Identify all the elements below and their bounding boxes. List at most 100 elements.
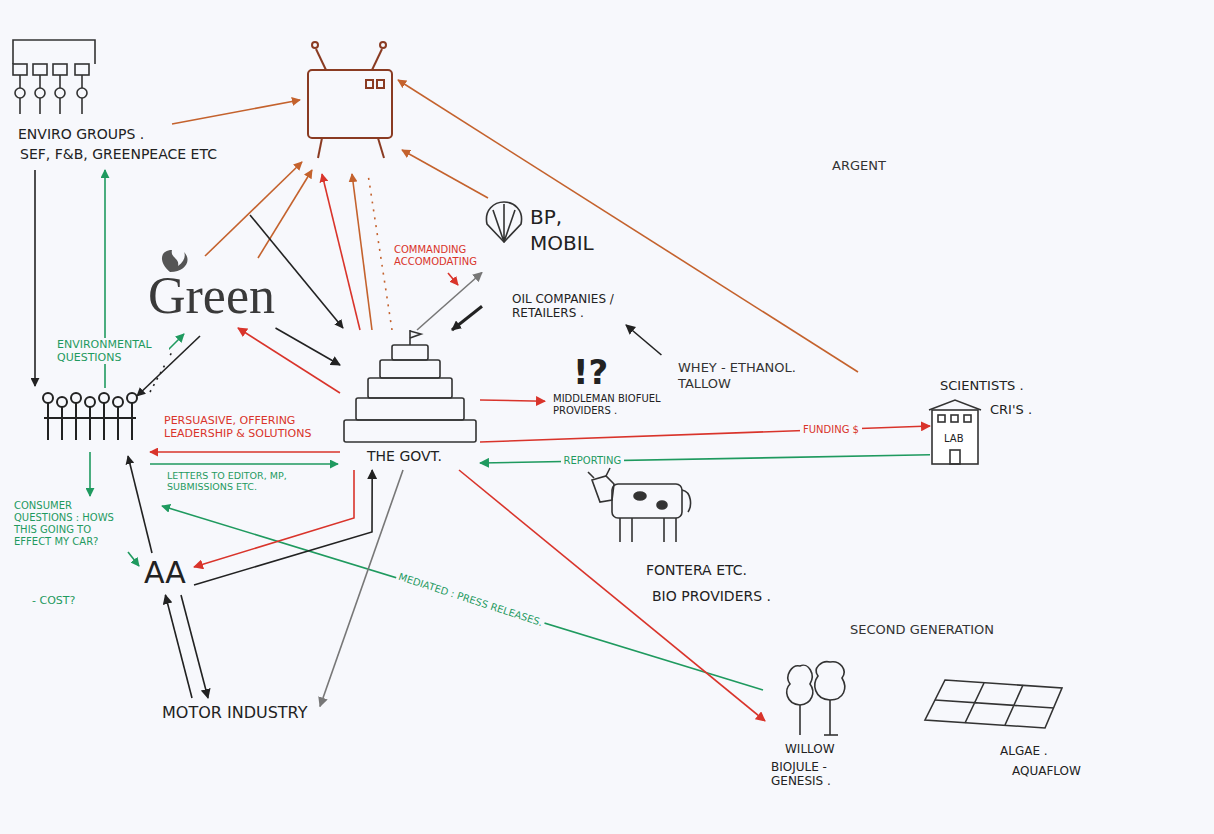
shell-logo bbox=[486, 202, 521, 242]
tv-knob bbox=[366, 80, 373, 88]
protester-body bbox=[59, 98, 61, 114]
lab-wall bbox=[932, 410, 978, 464]
tv-leg bbox=[318, 138, 322, 158]
green-party-flame bbox=[162, 250, 188, 272]
node-text: MOTOR INDUSTRY bbox=[162, 703, 307, 722]
lab-door bbox=[950, 450, 960, 464]
connector bbox=[238, 328, 340, 393]
person-body bbox=[47, 403, 49, 440]
stakeholder-node: ALGAE . AQUAFLOW bbox=[922, 676, 1087, 786]
placard bbox=[75, 64, 89, 75]
influence-arrow bbox=[89, 452, 91, 496]
node-text: LAB bbox=[944, 433, 964, 445]
influence-arrows bbox=[35, 80, 858, 690]
influence-arrow bbox=[34, 170, 36, 386]
lab-window bbox=[938, 415, 945, 422]
connector bbox=[626, 325, 661, 355]
tv-leg bbox=[378, 138, 384, 158]
willow-trees-icon bbox=[787, 662, 845, 735]
tree-crown bbox=[815, 662, 845, 700]
influence-arrow bbox=[150, 451, 340, 453]
shell-ribs bbox=[493, 204, 515, 242]
protest-icon bbox=[13, 40, 95, 114]
placard-stick bbox=[81, 75, 83, 88]
connector bbox=[452, 306, 482, 330]
node-text: AA bbox=[144, 555, 186, 591]
person-body bbox=[61, 407, 63, 440]
node-text: SEF, F&B, GREENPEACE ETC bbox=[20, 146, 217, 163]
node-text: BIO PROVIDERS . bbox=[652, 588, 771, 605]
placard bbox=[33, 64, 47, 75]
person-head bbox=[71, 393, 81, 403]
cow-spot bbox=[657, 501, 667, 509]
protester-head bbox=[77, 88, 87, 98]
protester-body bbox=[19, 98, 21, 114]
node-text: SCIENTISTS . bbox=[940, 378, 1024, 394]
person-head bbox=[43, 393, 53, 403]
stakeholder-node: ENVIRO GROUPS . SEF, F&B, GREENPEACE ETC bbox=[8, 38, 243, 167]
media-arrow bbox=[172, 100, 300, 124]
node-text: ENVIRO GROUPS . bbox=[18, 126, 144, 143]
person-head bbox=[85, 397, 95, 407]
node-text: THE GOVT. bbox=[367, 448, 442, 465]
tree-trunk bbox=[829, 700, 831, 735]
placard-stick bbox=[59, 75, 61, 88]
annotation: COMMANDING ACCOMODATING bbox=[392, 244, 486, 268]
tv-antenna bbox=[316, 49, 326, 70]
connector bbox=[417, 273, 482, 331]
cake-tier bbox=[368, 378, 452, 398]
stakeholder-node: AA bbox=[142, 555, 194, 595]
node-text: BP, MOBIL bbox=[530, 204, 615, 256]
person-head bbox=[57, 397, 67, 407]
cake-flag bbox=[410, 331, 421, 338]
person-head bbox=[127, 393, 137, 403]
stakeholder-node: Green bbox=[148, 250, 298, 328]
lab-building-icon bbox=[929, 400, 981, 464]
node-text: AQUAFLOW bbox=[1012, 764, 1081, 778]
cake-tier bbox=[392, 345, 428, 360]
cow-ears bbox=[588, 468, 610, 478]
tree-crown bbox=[787, 665, 813, 705]
cake-tier bbox=[356, 398, 464, 420]
cake-tier bbox=[380, 360, 440, 378]
dotted-media-line bbox=[368, 174, 392, 330]
cake-tier bbox=[344, 420, 476, 442]
influence-arrow bbox=[128, 552, 139, 566]
connector-label: FUNDING $ bbox=[800, 424, 862, 436]
stakeholder-node: MOTOR INDUSTRY bbox=[160, 698, 320, 726]
protester-body bbox=[81, 98, 83, 114]
media-arrow bbox=[322, 174, 360, 330]
placard bbox=[53, 64, 67, 75]
media-arrow bbox=[398, 80, 858, 372]
placard-stick bbox=[39, 75, 41, 88]
public-icon bbox=[43, 393, 137, 440]
node-text: CRI'S . bbox=[990, 402, 1032, 418]
connector bbox=[480, 400, 545, 401]
placard-stick bbox=[19, 75, 21, 88]
pond-grid bbox=[935, 683, 1054, 725]
cow-legs bbox=[620, 518, 676, 542]
connector-label: REPORTING bbox=[561, 455, 625, 467]
protester-head bbox=[55, 88, 65, 98]
cow-head bbox=[592, 476, 614, 502]
annotation: ARGENT bbox=[830, 158, 888, 174]
tv-knob bbox=[377, 80, 384, 88]
influence-arrow bbox=[128, 456, 152, 553]
connector bbox=[276, 328, 341, 365]
connector bbox=[480, 426, 930, 442]
tv-icon bbox=[308, 42, 392, 158]
person-body bbox=[131, 403, 133, 440]
banner-frame bbox=[13, 40, 95, 64]
annotation: ENVIRONMENTAL QUESTIONS bbox=[55, 338, 169, 364]
stakeholder-node: WILLOWBIOJULE - GENESIS . bbox=[765, 662, 870, 793]
stakeholder-node: SCIENTISTS . LAB CRI'S . bbox=[930, 378, 1055, 474]
stakeholder-node: BP, MOBILOIL COMPANIES / RETAILERS . bbox=[482, 200, 642, 325]
node-text: Green bbox=[148, 270, 275, 322]
cow-spot bbox=[634, 492, 646, 500]
node-text: ALGAE . bbox=[1000, 744, 1048, 758]
annotation: CONSUMER QUESTIONS : HOWS THIS GOING TO … bbox=[12, 500, 131, 548]
stakeholder-node: FONTERA ETC.BIO PROVIDERS . bbox=[588, 472, 778, 609]
person-body bbox=[75, 403, 77, 440]
